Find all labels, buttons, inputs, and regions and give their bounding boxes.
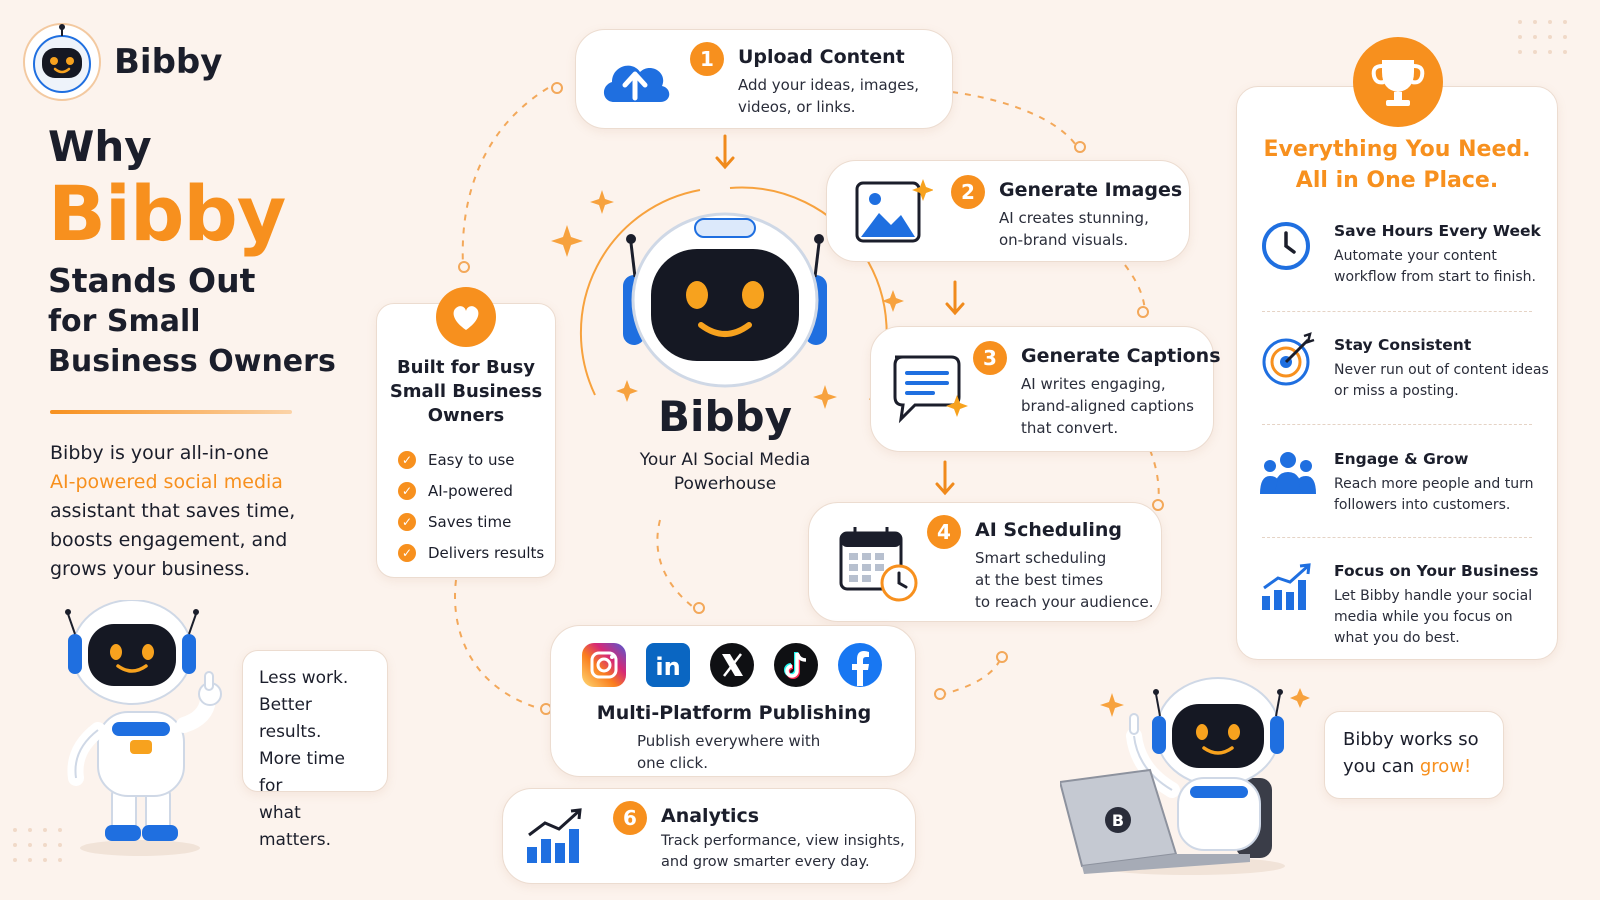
center-tagline: Your AI Social Media Powerhouse [639, 450, 811, 494]
step-upload-card[interactable]: 1 Upload Content Add your ideas, images,… [575, 29, 953, 129]
calendar-clock-icon [839, 527, 918, 602]
list-item: ✓ Delivers results [398, 537, 548, 568]
features-panel-title: Everything You Need. All in One Place. [1263, 137, 1531, 193]
check-icon: ✓ [398, 481, 416, 500]
step-number: 4 [927, 515, 961, 549]
step-generate-images-card[interactable]: 2 Generate Images AI creates stunning, o… [826, 160, 1190, 262]
clock-icon [1262, 222, 1310, 270]
instagram-icon[interactable] [581, 642, 627, 688]
feature-divider [1262, 311, 1532, 312]
step-ai-scheduling-card[interactable]: 4 AI Scheduling Smart scheduling at the … [808, 502, 1162, 622]
trophy-badge-icon [1353, 37, 1443, 127]
tiktok-icon[interactable] [773, 642, 819, 688]
step-description: AI writes engaging, brand-aligned captio… [1021, 375, 1194, 437]
step-number: 2 [951, 175, 985, 209]
hero-line-for-small: for Small [48, 304, 201, 339]
intro-paragraph: Bibby is your all-in-one AI-powered soci… [50, 439, 350, 584]
step-description: Smart scheduling at the best times to re… [975, 549, 1154, 611]
busy-owners-card [376, 303, 556, 578]
feature-item: Stay Consistent Never run out of content… [1256, 332, 1556, 422]
check-icon: ✓ [398, 450, 416, 469]
target-icon [1262, 332, 1315, 386]
brand-name: Bibby [114, 42, 223, 82]
busy-card-title: Built for Busy Small Business Owners [389, 357, 543, 426]
center-brand-name: Bibby [658, 392, 792, 441]
heart-badge-icon [436, 287, 496, 347]
speech-bubble-left: Less work. Better results. More time for… [242, 650, 388, 850]
step-number: 3 [973, 341, 1007, 375]
connector-dot [458, 261, 470, 273]
x-icon[interactable] [709, 642, 755, 688]
robot-laptop-illustration: B [1060, 677, 1285, 875]
hero-line-business-owners: Business Owners [48, 344, 336, 379]
hero-line-bibby: Bibby [48, 169, 286, 258]
connector-dot [1152, 499, 1164, 511]
linkedin-icon[interactable]: in [645, 642, 691, 688]
feature-item: Focus on Your Business Let Bibby handle … [1256, 558, 1556, 658]
check-icon: ✓ [398, 512, 416, 531]
bubble-right-highlight: grow! [1419, 756, 1472, 777]
connector-dot [693, 602, 705, 614]
image-sparkle-icon [855, 179, 933, 243]
speech-bubble-right: Bibby works so you can grow! [1324, 711, 1504, 799]
platform-icons-row: in [581, 642, 891, 690]
growth-chart-icon [1262, 563, 1311, 610]
step-number: 1 [690, 42, 724, 76]
feature-divider [1262, 537, 1532, 538]
robot-logo-icon [23, 23, 101, 101]
laptop-logo: B [1112, 811, 1124, 830]
step-description: Track performance, view insights, and gr… [661, 833, 905, 870]
feature-item: Engage & Grow Reach more people and turn… [1256, 446, 1556, 536]
connector-dot [551, 82, 563, 94]
step-multi-platform-card[interactable]: in Multi-Platform Publishing Publish eve… [550, 625, 916, 777]
hero-underline [50, 410, 292, 414]
list-item: ✓ AI-powered [398, 475, 548, 506]
step-title: Analytics [661, 805, 760, 827]
facebook-icon[interactable] [837, 642, 883, 688]
connector-dot [1074, 141, 1086, 153]
step-title: Multi-Platform Publishing [596, 702, 872, 724]
brand-logo[interactable]: Bibby [22, 22, 242, 102]
check-icon: ✓ [398, 543, 416, 562]
hero-heading: Why Bibby Stands Out for Small Business … [48, 122, 348, 382]
step-analytics-card[interactable]: 6 Analytics Track performance, view insi… [502, 788, 916, 884]
step-title: Generate Captions [1021, 345, 1221, 367]
connector-dot [934, 688, 946, 700]
step-title: Upload Content [738, 46, 905, 68]
analytics-chart-icon [527, 808, 582, 863]
feature-divider [1262, 424, 1532, 425]
bubble-left-highlight: what matters. [259, 803, 332, 850]
step-number: 6 [613, 801, 647, 835]
robot-mascot-center [623, 212, 827, 388]
step-description: Publish everywhere with one click. [637, 732, 821, 772]
list-item: ✓ Easy to use [398, 444, 548, 475]
chat-caption-icon [893, 355, 968, 424]
connector-dot [1137, 306, 1149, 318]
step-description: AI creates stunning, on-brand visuals. [999, 209, 1149, 249]
busy-card-list: ✓ Easy to use ✓ AI-powered ✓ Saves time … [398, 444, 548, 568]
cloud-upload-icon [603, 65, 670, 102]
hero-line-why: Why [48, 122, 152, 171]
step-title: Generate Images [999, 179, 1183, 201]
hero-line-stands-out: Stands Out [48, 261, 256, 300]
people-icon [1260, 452, 1316, 494]
step-description: Add your ideas, images, videos, or links… [738, 76, 920, 116]
step-generate-captions-card[interactable]: 3 Generate Captions AI writes engaging, … [870, 326, 1221, 452]
intro-highlight: AI-powered social media [50, 471, 283, 493]
svg-text:in: in [655, 653, 680, 681]
feature-item: Save Hours Every Week Automate your cont… [1256, 218, 1556, 308]
step-title: AI Scheduling [975, 519, 1123, 541]
robot-thumbs-up-illustration [65, 600, 222, 856]
connector-dot [996, 651, 1008, 663]
list-item: ✓ Saves time [398, 506, 548, 537]
